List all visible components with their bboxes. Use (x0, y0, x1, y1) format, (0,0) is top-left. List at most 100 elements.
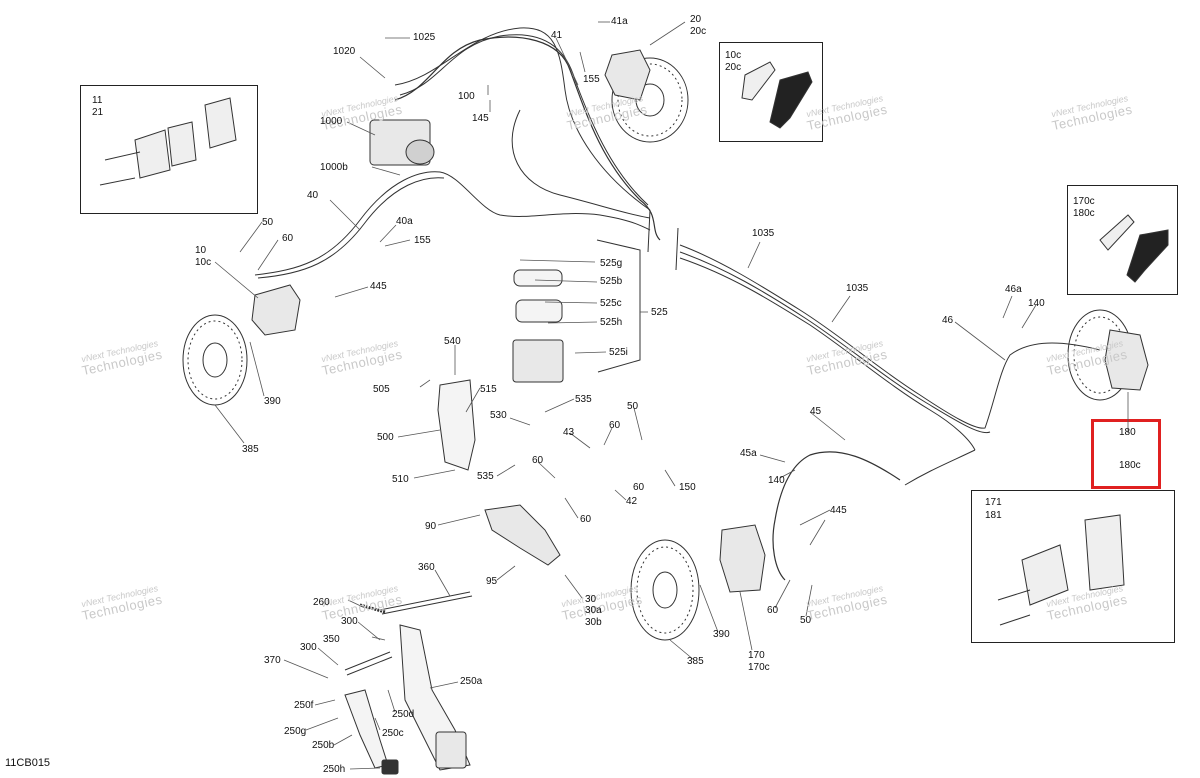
label-140a: 140 (1028, 298, 1045, 309)
label-535b: 535 (477, 471, 494, 482)
label-46a: 46a (1005, 284, 1022, 295)
label-11: 11 (92, 95, 103, 106)
label-45: 45 (810, 406, 822, 417)
label-60c: 60 (532, 455, 544, 466)
inset-cap-front (769, 71, 813, 129)
label-155b: 155 (414, 235, 431, 246)
label-170c: 170c (748, 662, 770, 673)
inset-cap-rear (1126, 229, 1169, 283)
label-60a: 60 (282, 233, 294, 244)
label-250d: 250d (392, 709, 415, 720)
label-1035b: 1035 (846, 283, 869, 294)
brake-line-upper-1 (394, 36, 661, 241)
label-390a: 390 (264, 396, 281, 407)
shaft-350 (344, 651, 393, 676)
label-170c-inset: 170c (1073, 196, 1095, 207)
caliper-rear-left (719, 524, 766, 593)
break-mark-2 (675, 227, 679, 271)
label-40a: 40a (396, 216, 413, 227)
brake-line-45b (904, 449, 976, 486)
label-525h: 525h (600, 317, 623, 328)
inset-pin (99, 151, 141, 186)
label-530: 530 (490, 410, 507, 421)
inset-bleeder-front (741, 61, 776, 101)
label-525g: 525g (600, 258, 623, 269)
label-250b: 250b (312, 740, 335, 751)
label-370: 370 (264, 655, 281, 666)
label-505: 505 (373, 384, 390, 395)
label-180: 180 (1119, 427, 1136, 438)
brake-line-upper-4 (511, 109, 651, 219)
caliper-front-right (604, 49, 651, 101)
disc-front-left (182, 314, 248, 406)
label-30: 30 (585, 594, 597, 605)
inset-pad-rear-2 (1084, 514, 1125, 591)
label-1020: 1020 (333, 46, 356, 57)
label-1025: 1025 (413, 32, 436, 43)
abs-motor (405, 139, 435, 165)
brake-line-45 (772, 451, 901, 581)
brake-line-upper-2 (399, 34, 649, 206)
inset-box-brake-pads-rear (971, 490, 1175, 643)
label-525b: 525b (600, 276, 623, 287)
caliper-front-left (251, 284, 301, 336)
label-46: 46 (942, 315, 954, 326)
label-21: 21 (92, 107, 104, 118)
label-100: 100 (458, 91, 475, 102)
diagram-code: 11CB015 (5, 757, 51, 769)
spring-260 (359, 603, 386, 614)
label-250h: 250h (323, 764, 346, 775)
label-140b: 140 (768, 475, 785, 486)
label-155a: 155 (583, 74, 600, 85)
label-95: 95 (486, 576, 498, 587)
label-525i: 525i (609, 347, 628, 358)
label-250g: 250g (284, 726, 307, 737)
label-260: 260 (313, 597, 330, 608)
label-10c: 10c (195, 257, 212, 268)
label-535a: 535 (575, 394, 592, 405)
label-540: 540 (444, 336, 461, 347)
label-515: 515 (480, 384, 497, 395)
label-1035a: 1035 (752, 228, 775, 239)
label-350: 350 (323, 634, 340, 645)
label-90: 90 (425, 521, 437, 532)
master-cylinder-reservoir (512, 339, 564, 383)
inset-pad-rear-1 (1021, 544, 1069, 606)
label-150: 150 (679, 482, 696, 493)
label-50c: 50 (800, 615, 812, 626)
caliper-rear-right (1104, 329, 1149, 391)
label-300b: 300 (300, 642, 317, 653)
label-50b: 50 (627, 401, 639, 412)
label-30b: 30b (585, 617, 602, 628)
label-41a: 41a (611, 16, 628, 27)
label-250c: 250c (382, 728, 404, 739)
label-42: 42 (626, 496, 638, 507)
label-40: 40 (307, 190, 319, 201)
label-360: 360 (418, 562, 435, 573)
label-500: 500 (377, 432, 394, 443)
reservoir-cap (515, 299, 563, 323)
label-445a: 445 (370, 281, 387, 292)
pedal-250h (381, 759, 399, 775)
label-181: 181 (985, 510, 1002, 521)
inset-pad-1 (134, 129, 171, 179)
label-41: 41 (551, 30, 563, 41)
highlight-box-180 (1091, 419, 1161, 489)
label-1000: 1000 (320, 116, 343, 127)
label-445b: 445 (830, 505, 847, 516)
brake-line-upper-3 (394, 27, 651, 211)
label-10c-inset: 10c (725, 50, 742, 61)
label-60d: 60 (633, 482, 645, 493)
label-525: 525 (651, 307, 668, 318)
label-43: 43 (563, 427, 575, 438)
label-60b: 60 (609, 420, 621, 431)
inset-pad-2 (167, 121, 197, 167)
label-250a: 250a (460, 676, 483, 687)
label-1000b: 1000b (320, 162, 348, 173)
label-20c: 20c (690, 26, 707, 37)
label-300a: 300 (341, 616, 358, 627)
label-145: 145 (472, 113, 489, 124)
label-510: 510 (392, 474, 409, 485)
